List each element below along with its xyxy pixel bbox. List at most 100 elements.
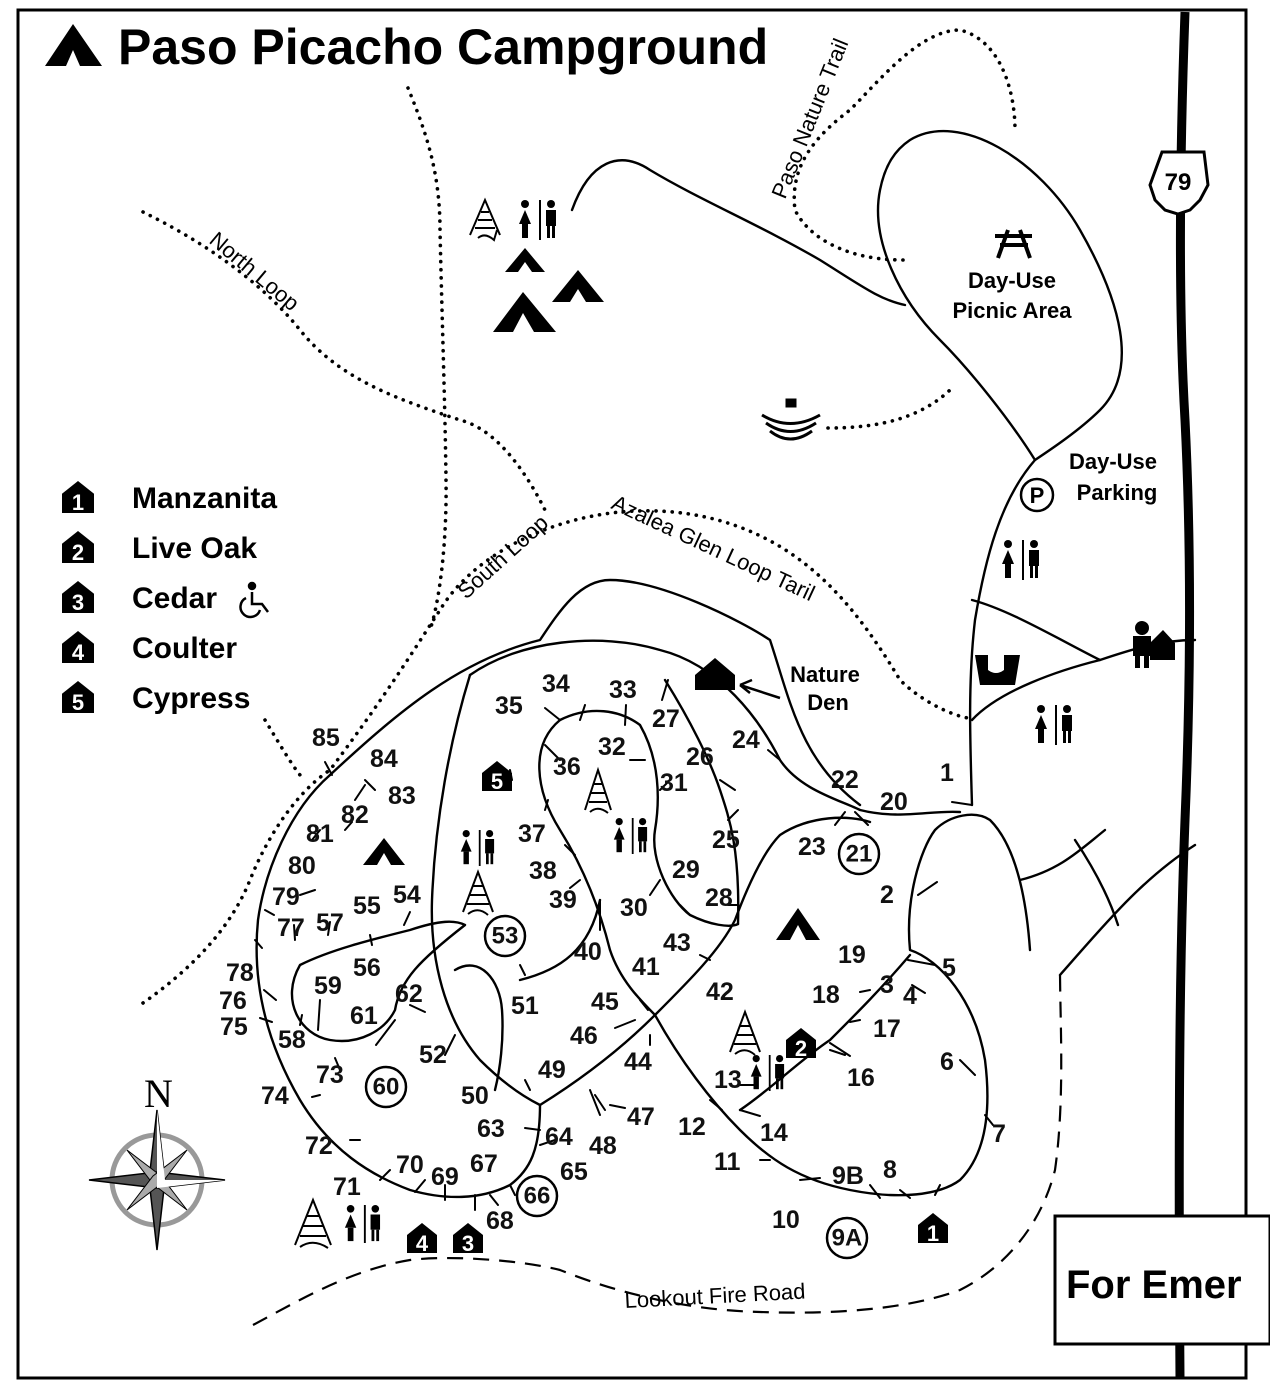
- campsite-14-label: 14: [760, 1119, 788, 1147]
- east-spur-3: [1058, 843, 1197, 977]
- campsite-18-label: 18: [812, 981, 840, 1009]
- loop-52-road: [453, 964, 504, 1092]
- campsite-40-label: 40: [574, 938, 602, 966]
- picnic-area-label-1: Day-Use: [968, 268, 1056, 293]
- campsite-44-label: 44: [624, 1048, 652, 1076]
- campsite-83-label: 83: [388, 782, 416, 810]
- campsite-32-label: 32: [598, 733, 626, 761]
- host-site-1-icon: 1: [918, 1213, 948, 1246]
- campsite-7-label: 7: [992, 1120, 1006, 1148]
- campsite-31-label: 31: [660, 769, 688, 797]
- svg-text:21: 21: [846, 841, 873, 868]
- campsite-33-label: 33: [609, 676, 637, 704]
- campsite-75-label: 75: [220, 1013, 248, 1041]
- ranger-station-icon: [1133, 621, 1175, 668]
- lookout-fire-road: [252, 969, 1063, 1326]
- campsite-50-label: 50: [461, 1082, 489, 1110]
- campsite-28-label: 28: [705, 884, 733, 912]
- restroom-icon: [460, 830, 495, 866]
- campsite-11-label: 11: [714, 1148, 741, 1176]
- main-entrance-road: [968, 458, 1037, 807]
- campsite-10-label: 10: [772, 1206, 800, 1234]
- circled-campsite-60: 60: [364, 1065, 408, 1109]
- campsite-77-label: 77: [277, 914, 305, 942]
- campsite-74-label: 74: [261, 1082, 289, 1110]
- rv-dump-icon: [975, 655, 1020, 685]
- svg-text:Manzanita: Manzanita: [132, 482, 277, 515]
- campsite-34-label: 34: [542, 670, 570, 698]
- host-site-2-icon: 2: [786, 1028, 816, 1061]
- campsite-38-label: 38: [529, 857, 557, 885]
- circled-campsite-53: 53: [483, 914, 527, 958]
- campsite-78-label: 78: [226, 959, 254, 987]
- legend-item-4: 4 Coulter: [62, 631, 237, 665]
- amphitheater-icon: [761, 398, 821, 441]
- north-loop-trail: [141, 210, 547, 512]
- campsite-73-label: 73: [316, 1061, 344, 1089]
- host-site-3-icon: 3: [453, 1223, 483, 1256]
- svg-text:2: 2: [795, 1036, 807, 1061]
- campsite-71-label: 71: [333, 1173, 361, 1201]
- loop-56-road: [290, 920, 467, 1043]
- svg-text:4: 4: [72, 640, 85, 665]
- campsite-37-label: 37: [518, 820, 546, 848]
- svg-text:5: 5: [491, 769, 503, 794]
- outer-north-road: [328, 578, 862, 807]
- parking-symbol: P: [1030, 483, 1045, 508]
- emergency-box: [1053, 1214, 1270, 1346]
- host-site-5-icon: 5: [482, 761, 512, 794]
- restroom-icon: [613, 818, 648, 854]
- campsite-84-label: 84: [370, 745, 398, 773]
- campsite-30-label: 30: [620, 894, 648, 922]
- host-site-4-icon: 4: [407, 1223, 437, 1256]
- campsite-41-label: 41: [632, 953, 660, 981]
- campsite-25-label: 25: [712, 826, 740, 854]
- svg-text:Coulter: Coulter: [132, 632, 237, 665]
- highway-79-road: [1174, 11, 1195, 1379]
- campsite-52-label: 52: [419, 1041, 447, 1069]
- inner-loop-road-west: [538, 718, 657, 1017]
- picnic-loop-road: [876, 129, 1123, 462]
- wheelchair-icon: [239, 581, 269, 619]
- parking-label-1: Day-Use: [1069, 449, 1157, 474]
- campsite-72-label: 72: [305, 1132, 333, 1160]
- campsite-1-label: 1: [940, 759, 954, 787]
- tent-icon: [45, 24, 102, 66]
- parking-label-2: Parking: [1077, 480, 1158, 505]
- campsite-43-label: 43: [663, 929, 691, 957]
- campsite-4-label: 4: [903, 982, 917, 1010]
- inner-loop-road-east: [558, 709, 740, 927]
- svg-text:1: 1: [927, 1221, 939, 1246]
- picnic-area-label-2: Picnic Area: [952, 298, 1072, 323]
- campsite-76-label: 76: [219, 987, 247, 1015]
- trail-to-amphitheater: [826, 388, 952, 430]
- south-loop-label: South Loop: [453, 510, 553, 604]
- nature-den-label-1: Nature: [790, 662, 860, 687]
- circled-campsite-21: 21: [837, 832, 881, 876]
- circled-campsite-66: 66: [515, 1174, 559, 1218]
- svg-text:66: 66: [524, 1183, 551, 1210]
- spur-road-27: [663, 678, 740, 926]
- map-title: Paso Picacho Campground: [118, 19, 768, 75]
- campsite-12-label: 12: [678, 1113, 706, 1141]
- svg-text:53: 53: [492, 923, 519, 950]
- group-road: [570, 159, 907, 307]
- east-spur-2: [1073, 838, 1120, 927]
- svg-text:Live Oak: Live Oak: [132, 532, 257, 565]
- restroom-icon: [1035, 705, 1072, 745]
- svg-text:Cedar: Cedar: [132, 582, 217, 615]
- campsite-8-label: 8: [883, 1156, 897, 1184]
- campsite-58-label: 58: [278, 1026, 306, 1054]
- campsite-42-label: 42: [706, 978, 734, 1006]
- east-loop-road: [653, 813, 1032, 1197]
- restroom-icon: [344, 1205, 381, 1243]
- campsite-46-label: 46: [570, 1022, 598, 1050]
- site-spurs: [254, 679, 994, 1211]
- south-loop-trail: [141, 509, 970, 1005]
- north-road: [468, 639, 962, 816]
- campsite-17-label: 17: [873, 1015, 901, 1043]
- campsite-63-label: 63: [477, 1115, 505, 1143]
